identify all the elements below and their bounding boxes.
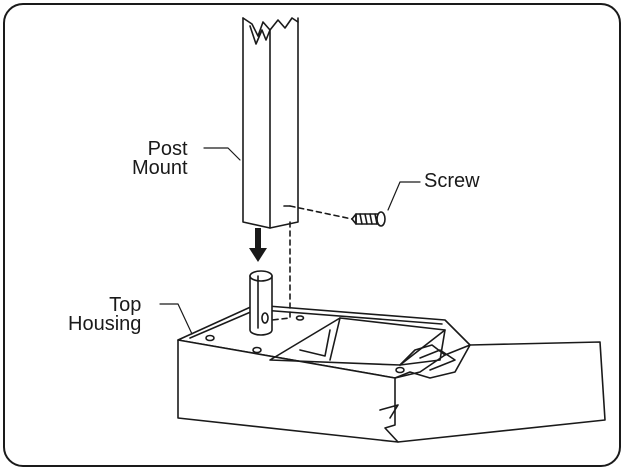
label-top-housing: Top Housing	[68, 294, 142, 335]
cylinder-stub	[249, 270, 273, 336]
label-top-housing-line2: Housing	[68, 313, 142, 335]
leader-lines	[159, 147, 421, 335]
post-mount	[242, 17, 299, 229]
alignment-lines	[271, 205, 353, 321]
down-arrow-icon	[249, 228, 267, 262]
label-screw: Screw	[424, 170, 480, 192]
label-post-mount-line1: Post	[147, 138, 188, 160]
label-top-housing-line1: Top	[109, 294, 142, 316]
label-post-mount-line2: Mount	[132, 157, 188, 179]
screw	[351, 211, 386, 227]
top-housing	[177, 304, 606, 443]
label-post-mount: Post Mount	[132, 138, 188, 179]
